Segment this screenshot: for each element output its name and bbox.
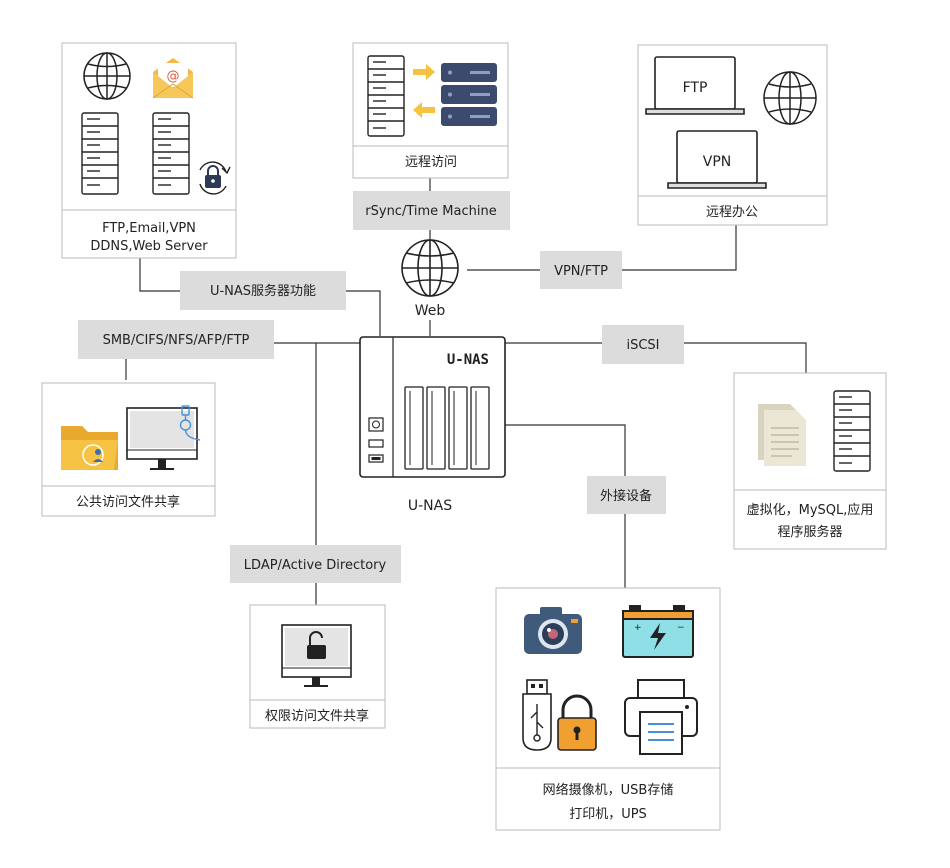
nas-device-label: U-NAS (447, 352, 489, 368)
sync-arrows-icon (413, 64, 435, 118)
peripherals-line2: 打印机，UPS (569, 807, 647, 822)
box-permission-share: 权限访问文件共享 (249, 604, 386, 729)
label-vpn-ftp-text: VPN/FTP (554, 264, 608, 279)
document-stack-icon (758, 404, 806, 466)
server-rack-icon (81, 112, 119, 195)
svg-text:+: + (634, 623, 642, 633)
label-server-func-text: U-NAS服务器功能 (210, 283, 316, 299)
web-globe-icon (401, 239, 459, 297)
printer-icon (624, 679, 698, 755)
web-label: Web (415, 303, 446, 319)
box-remote-office: FTP VPN 远程办公 (637, 44, 828, 226)
camera-icon (524, 607, 582, 654)
server-rack-icon (152, 112, 190, 195)
remote-office-caption: 远程办公 (706, 205, 758, 220)
remote-access-caption: 远程访问 (405, 155, 457, 170)
label-iscsi-text: iSCSI (626, 338, 659, 353)
email-icon: @ (152, 58, 194, 99)
peripherals-line1: 网络摄像机，USB存储 (543, 782, 674, 798)
battery-ups-icon: + − (622, 605, 694, 658)
virtualization-line1: 虚拟化，MySQL,应用 (747, 502, 874, 518)
label-server-func: U-NAS服务器功能 (180, 271, 346, 310)
monitor-lock-icon (281, 624, 352, 687)
nas-caption: U-NAS (408, 498, 452, 514)
label-external-text: 外接设备 (600, 488, 652, 504)
usb-storage-lock-icon (522, 679, 597, 751)
server-rack-icon (367, 55, 405, 137)
box-peripherals: + − 网络摄像机，USB存储 (495, 587, 721, 831)
label-external: 外接设备 (587, 476, 666, 514)
laptop-icon (645, 56, 745, 115)
svg-text:−: − (677, 623, 685, 633)
public-share-caption: 公共访问文件共享 (76, 494, 180, 510)
virtualization-line2: 程序服务器 (777, 524, 842, 540)
box-virtualization: 虚拟化，MySQL,应用 程序服务器 (733, 372, 887, 550)
laptop-screen-vpn: VPN (703, 154, 732, 170)
power-button-icon (368, 417, 384, 432)
permission-share-caption: 权限访问文件共享 (265, 708, 369, 724)
nas-device: U-NAS (359, 336, 506, 478)
globe-icon (83, 52, 131, 100)
line-external (505, 424, 626, 588)
label-rsync: rSync/Time Machine (353, 191, 510, 230)
box-server-functions: @ (61, 42, 237, 259)
label-ldap-text: LDAP/Active Directory (244, 558, 387, 573)
label-smb: SMB/CIFS/NFS/AFP/FTP (78, 320, 274, 359)
laptop-screen-ftp: FTP (683, 80, 708, 96)
server-functions-line1: FTP,Email,VPN (102, 221, 196, 236)
laptop-icon (667, 130, 767, 189)
network-plug-icon (179, 405, 201, 441)
server-functions-line2: DDNS,Web Server (90, 239, 208, 254)
server-rack-icon (833, 390, 871, 472)
label-iscsi: iSCSI (602, 325, 684, 364)
label-ldap: LDAP/Active Directory (230, 545, 401, 583)
globe-icon (763, 71, 817, 125)
box-public-share: 公共访问文件共享 (41, 382, 216, 517)
svg-text:@: @ (167, 69, 180, 84)
remote-server-stack-icon (441, 63, 497, 126)
label-smb-text: SMB/CIFS/NFS/AFP/FTP (103, 333, 250, 348)
label-rsync-text: rSync/Time Machine (365, 204, 496, 219)
label-vpn-ftp: VPN/FTP (540, 251, 622, 289)
box-remote-access: 远程访问 (352, 42, 509, 179)
shared-folder-icon (61, 426, 118, 470)
sync-lock-icon (199, 161, 231, 195)
